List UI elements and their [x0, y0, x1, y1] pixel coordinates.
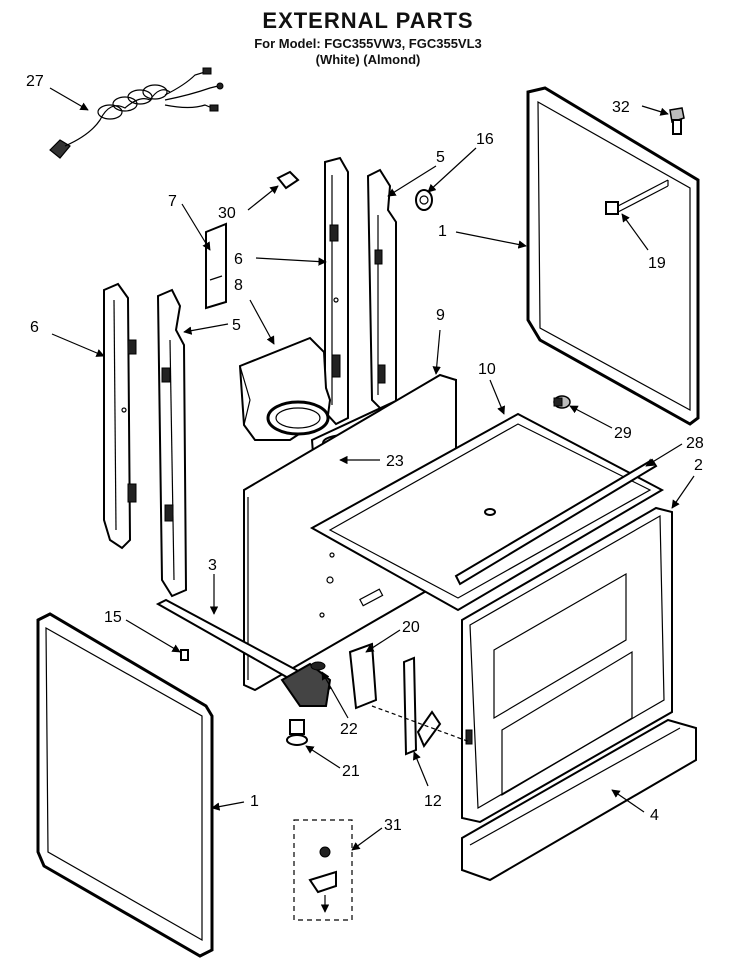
base-front-part-4 [461, 718, 697, 882]
strap-part-19 [605, 179, 669, 215]
anti-tip-kit-part-31 [293, 819, 353, 921]
screw-part-32 [669, 107, 685, 135]
callout-22: 22 [340, 721, 358, 738]
left-front-upright-part-5 [156, 288, 188, 598]
clip-part-30 [276, 170, 300, 190]
callout-28: 28 [686, 435, 704, 452]
callout-20: 20 [402, 619, 420, 636]
callout-19: 19 [648, 255, 666, 272]
callout-3: 3 [208, 557, 217, 574]
power-cord-part-27 [49, 67, 224, 159]
strip-part-28 [454, 458, 658, 586]
callout-27: 27 [26, 73, 44, 90]
model-line: For Model: FGC355VW3, FGC355VL3 [254, 36, 482, 51]
screw-part-15 [180, 649, 189, 661]
callout-21: 21 [342, 763, 360, 780]
callout-4: 4 [650, 807, 659, 824]
bracket-part-7 [205, 222, 227, 310]
callout-labels: 27 32 5 16 7 30 6 1 19 8 6 5 9 10 29 28 … [26, 73, 704, 834]
leader-lines [49, 87, 695, 851]
callout-9: 9 [436, 307, 445, 324]
front-upright-part-5 [366, 168, 397, 414]
callout-7: 7 [168, 193, 177, 210]
callout-23: 23 [386, 453, 404, 470]
callout-30: 30 [218, 205, 236, 222]
left-upright-part-6 [103, 282, 137, 550]
bottom-panel-part-10 [309, 412, 665, 612]
bracket-part-20 [348, 642, 378, 710]
callout-2: 2 [694, 457, 703, 474]
side-panel-right-part-1 [526, 86, 700, 426]
rear-upright-part-6 [324, 156, 349, 426]
bracket-part-12 [371, 656, 471, 756]
callout-16: 16 [476, 131, 494, 148]
callout-5-top: 5 [436, 149, 445, 166]
callout-31: 31 [384, 817, 402, 834]
leveling-leg-part-29 [553, 395, 571, 409]
right-side-panel-part-2 [461, 506, 673, 824]
callout-8: 8 [234, 277, 243, 294]
callout-6-left: 6 [30, 319, 39, 336]
bracket-part-16 [415, 189, 433, 211]
callout-1-bottom: 1 [250, 793, 259, 810]
callout-29: 29 [614, 425, 632, 442]
side-panel-left-part-1 [36, 612, 214, 958]
callout-6-top: 6 [234, 251, 243, 268]
diagram-title: EXTERNAL PARTS [262, 8, 474, 33]
vent-duct-part-8 [238, 336, 332, 441]
callout-12: 12 [424, 793, 442, 810]
callout-1-top: 1 [438, 223, 447, 240]
color-line: (White) (Almond) [315, 52, 421, 67]
bottom-bar-part-3 [155, 598, 332, 707]
callout-10: 10 [478, 361, 496, 378]
callout-15: 15 [104, 609, 122, 626]
callout-32: 32 [612, 99, 630, 116]
leveling-foot-part-21 [286, 719, 308, 746]
screw-part-22 [310, 661, 326, 671]
callout-5-left: 5 [232, 317, 241, 334]
